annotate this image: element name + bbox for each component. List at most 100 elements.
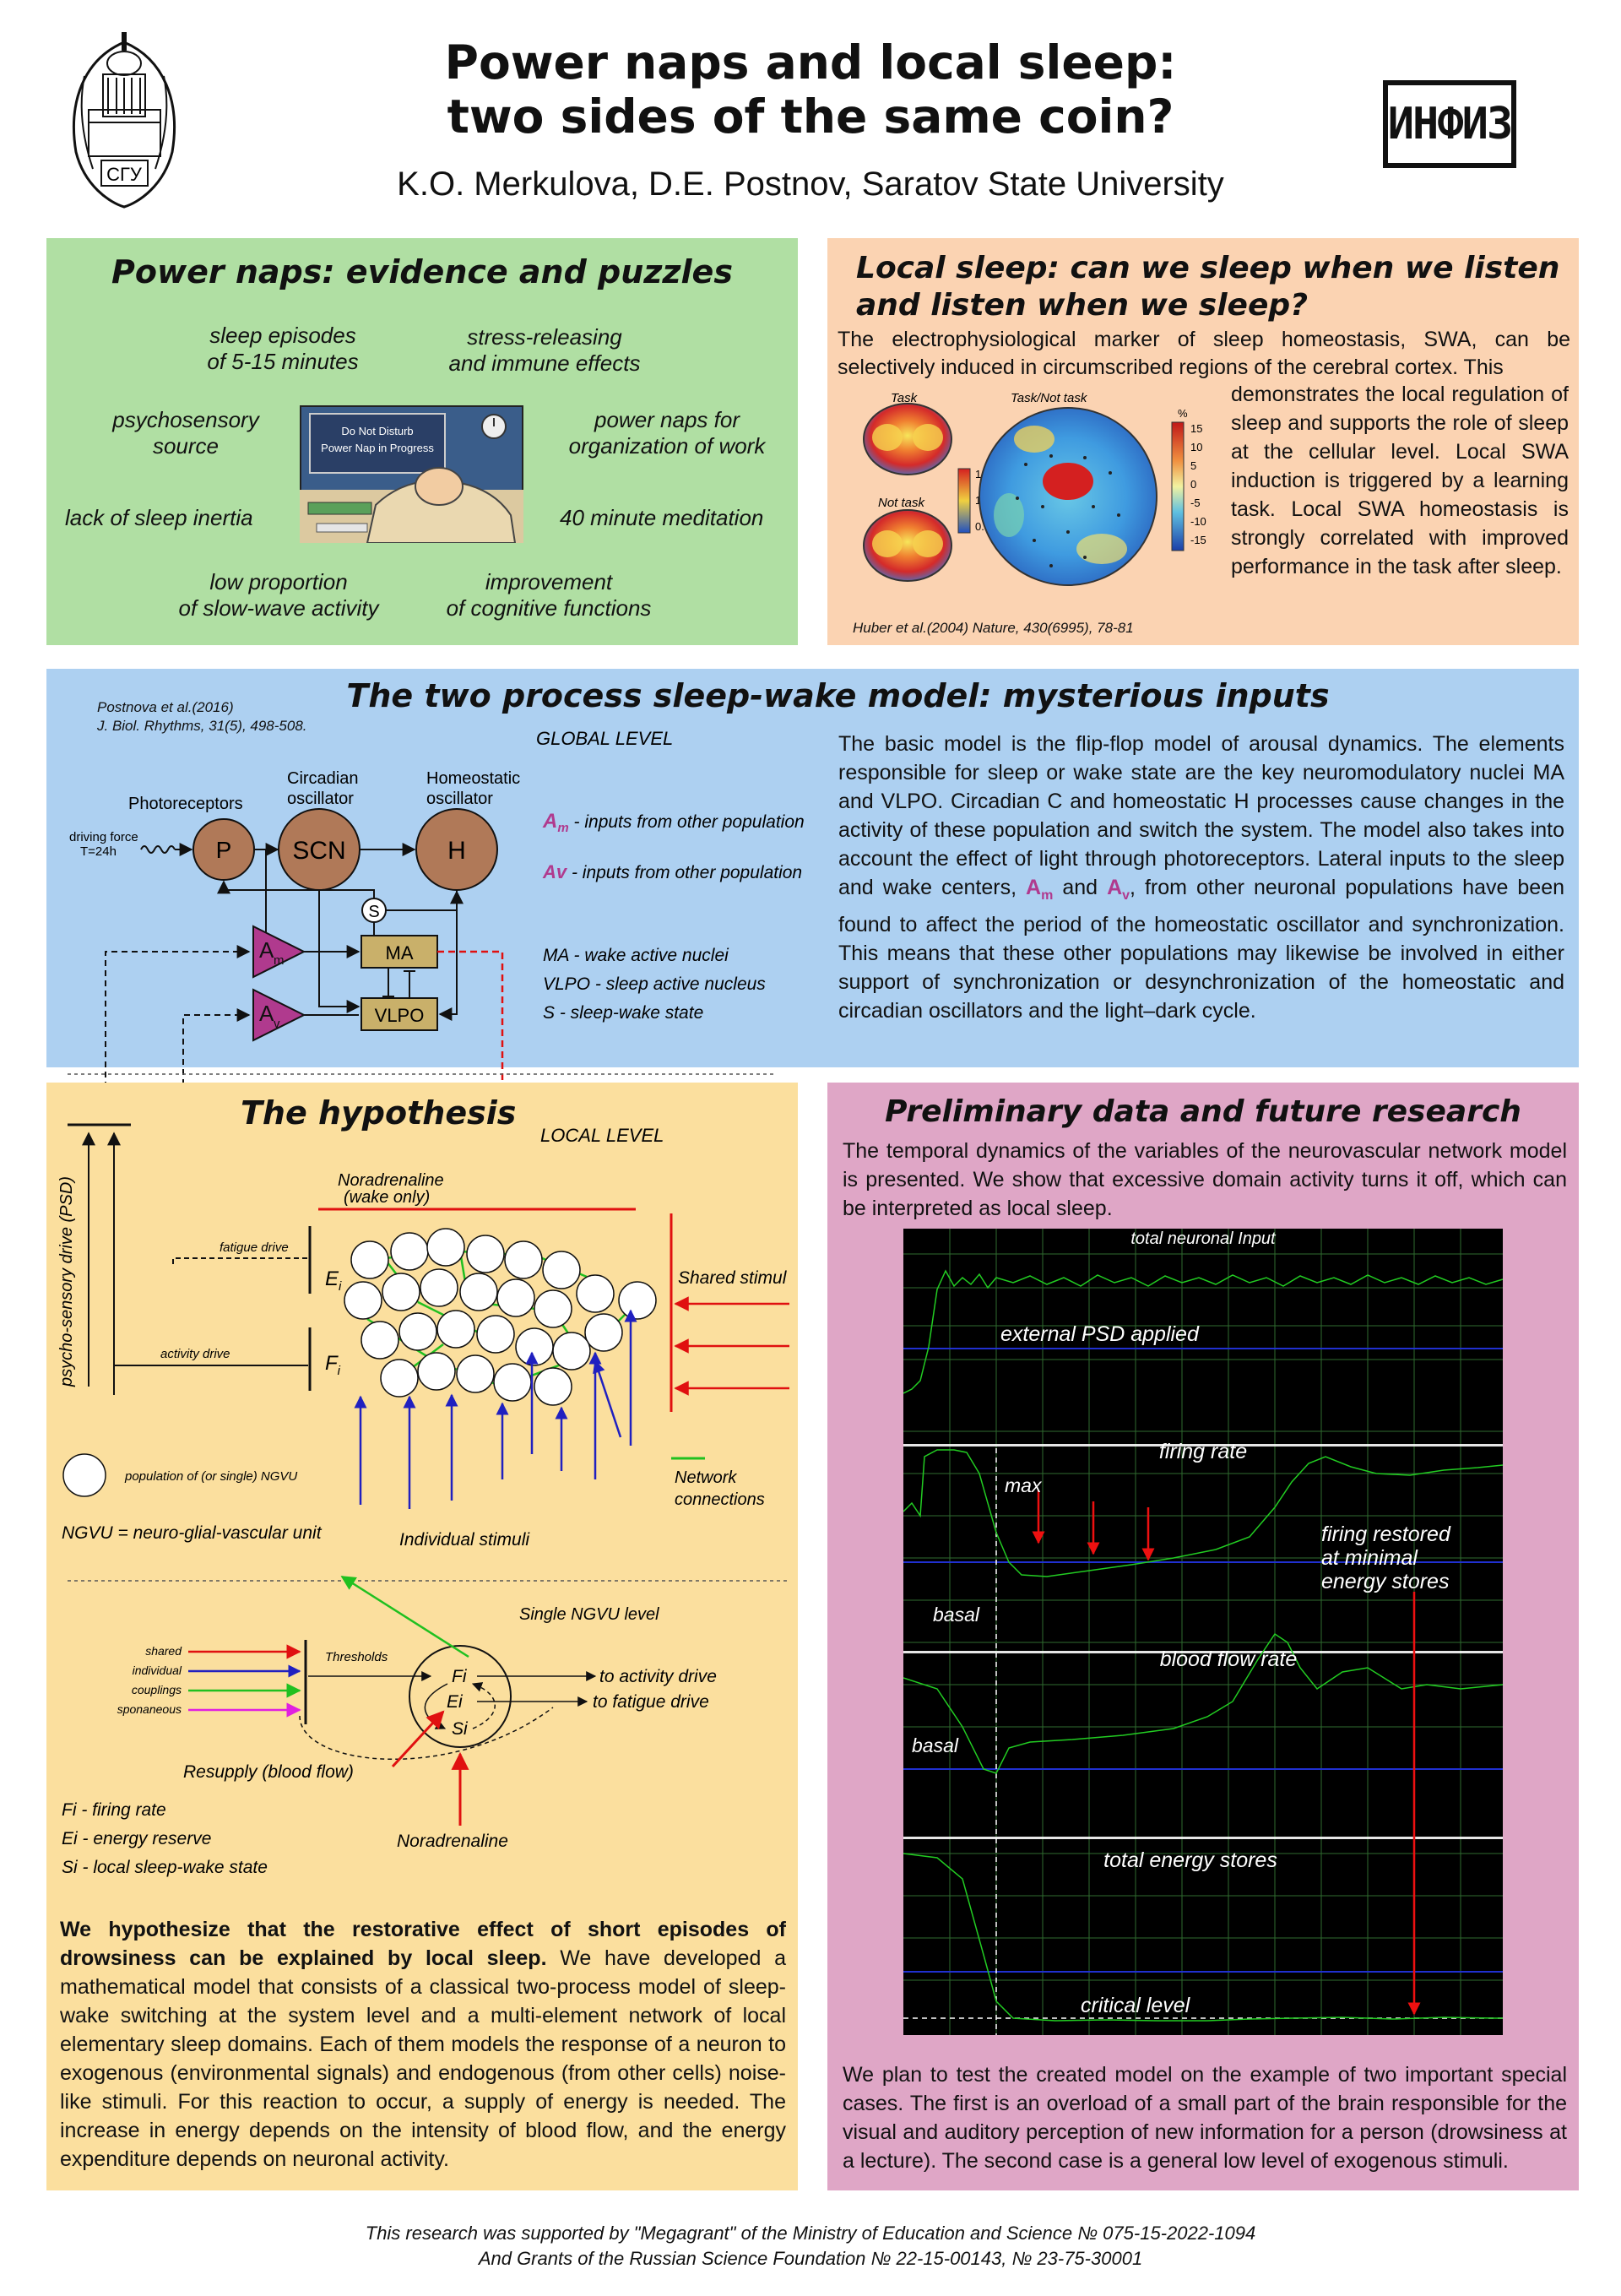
legend-am: Am - inputs from other population of neu… — [542, 810, 806, 835]
title-line-1: Power naps and local sleep: — [444, 35, 1177, 90]
plot2-restored-2: at minimal — [1321, 1546, 1418, 1570]
local-sleep-text-top: The electrophysiological marker of sleep… — [838, 328, 1570, 379]
scale2-3: 5 — [1190, 459, 1196, 472]
homeostatic-label-2: oscillator — [426, 790, 493, 808]
network-label-2: connections — [675, 1490, 765, 1509]
to-activity-label: to activity drive — [599, 1667, 717, 1686]
si-label: Si — [452, 1719, 469, 1739]
node-am: A — [259, 937, 274, 963]
node-am-sub: m — [274, 953, 285, 968]
local-network-diagram: LOCAL LEVEL psycho-sensory drive (PSD) N… — [57, 1123, 789, 1877]
node-ma: MA — [386, 942, 414, 963]
fig-label-not-task: Not task — [878, 496, 926, 510]
screen-text-1: Do Not Disturb — [341, 425, 413, 437]
scale2-6: -10 — [1190, 515, 1206, 528]
individual-stimuli-label: Individual stimuli — [399, 1530, 530, 1550]
photoreceptors-label: Photoreceptors — [128, 795, 243, 813]
noradrenaline-single-label: Noradrenaline — [397, 1832, 508, 1851]
input-individual: individual — [133, 1664, 182, 1677]
scale2-5: -5 — [1190, 497, 1201, 509]
panel-power-naps: Power naps: evidence and puzzles sleep e… — [46, 238, 798, 645]
hypothesis-text: We hypothesize that the restorative effe… — [60, 1918, 786, 2171]
thresholds-label: Thresholds — [325, 1650, 388, 1664]
ei-label: Ei — [447, 1692, 464, 1712]
noradrenaline-label-1: Noradrenaline — [338, 1171, 444, 1190]
model-text: The basic model is the flip-flop model o… — [838, 732, 1565, 1023]
single-ngvu-label: Single NGVU level — [519, 1605, 659, 1624]
plot2-max: max — [1005, 1474, 1043, 1496]
fig-label-task: Task — [891, 391, 919, 405]
circadian-label-1: Circadian — [287, 769, 358, 788]
fig-label-task-not-task: Task/Not task — [1011, 391, 1088, 405]
legend-av: Av - inputs from other population of neu… — [542, 861, 806, 882]
circadian-label-2: oscillator — [287, 790, 354, 808]
homeostatic-label-1: Homeostatic — [426, 769, 520, 788]
model-reference: Postnova et al.(2016) J. Biol. Rhythms, … — [97, 699, 307, 734]
input-spontaneous: sponaneous — [117, 1702, 182, 1716]
footer-line-2: And Grants of the Russian Science Founda… — [478, 2248, 1143, 2269]
node-av: A — [259, 1001, 274, 1026]
scale2-0: % — [1178, 407, 1188, 420]
plot1-label: external PSD applied — [1000, 1322, 1200, 1346]
local-sleep-citation: Huber et al.(2004) Nature, 430(6995), 78… — [853, 620, 1134, 636]
def-fi: Fi - firing rate — [62, 1800, 166, 1820]
legend-ma: MA - wake active nuclei — [543, 946, 729, 965]
node-scn: SCN — [292, 837, 345, 865]
driving-force-label-2: T=24h — [80, 844, 117, 859]
prelim-text-top: The temporal dynamics of the variables o… — [843, 1139, 1567, 1220]
dotted-separator — [68, 1073, 777, 1075]
input-shared: shared — [145, 1644, 182, 1658]
node-p: P — [216, 837, 232, 863]
driving-force-label-1: driving force — [69, 830, 138, 844]
def-ei: Ei - energy reserve — [62, 1829, 211, 1848]
authors: K.O. Merkulova, D.E. Postnov, Saratov St… — [397, 166, 1224, 203]
resupply-label: Resupply (blood flow) — [183, 1762, 354, 1782]
plot2-basal: basal — [933, 1604, 980, 1626]
swa-topography-figure: Task Not task 1.6 1.0 0.6 Task/Not task … — [863, 391, 1206, 586]
power-naps-title: Power naps: evidence and puzzles — [111, 253, 733, 290]
prelim-title: Preliminary data and future research — [885, 1094, 1521, 1129]
nap-item-inertia: lack of sleep inertia — [65, 505, 253, 530]
local-sleep-title: Local sleep: can we sleep when we listen… — [856, 251, 1560, 323]
fi-label: Fi — [452, 1667, 468, 1686]
plot3-basal: basal — [912, 1734, 959, 1756]
panel-hypothesis: The hypothesis We hypothesize that the r… — [46, 1083, 798, 2190]
flip-flop-diagram: GLOBAL LEVEL Photoreceptors Circadian os… — [69, 728, 806, 1247]
model-title: The two process sleep-wake model: myster… — [346, 677, 1330, 714]
shared-stimul-label: Shared stimul — [678, 1268, 788, 1288]
left-logo-text: СГУ — [106, 164, 143, 185]
plot4-title: total energy stores — [1103, 1848, 1277, 1872]
legend-vlpo: VLPO - sleep active nucleus — [543, 974, 766, 994]
plot2-restored-1: firing restored — [1321, 1523, 1451, 1546]
population-label: population of (or single) NGVU — [124, 1469, 297, 1484]
def-si: Si - local sleep-wake state — [62, 1858, 268, 1877]
local-sleep-text-side: demonstrates the local regulation of sle… — [1231, 383, 1569, 578]
ngvu-population — [344, 1228, 657, 1406]
scale2-1: 15 — [1190, 422, 1202, 435]
plot1-title: total neuronal Input — [1130, 1229, 1277, 1248]
title-line-2: two sides of the same coin? — [447, 90, 1174, 144]
e-label: Ei — [325, 1267, 342, 1294]
scale2-7: -15 — [1190, 534, 1206, 546]
prelim-text-bottom: We plan to test the created model on the… — [843, 2063, 1567, 2173]
plot2-title: firing rate — [1159, 1440, 1247, 1463]
node-s: S — [368, 903, 379, 921]
activity-drive-label: activity drive — [160, 1347, 230, 1361]
network-label-1: Network — [675, 1468, 737, 1487]
footer-line-1: This research was supported by "Megagran… — [365, 2223, 1256, 2244]
global-level-label: GLOBAL LEVEL — [536, 728, 673, 749]
ngvu-definition: NGVU = neuro-glial-vascular unit — [62, 1523, 323, 1543]
footer: This research was supported by "Megagran… — [0, 2221, 1621, 2272]
node-h: H — [447, 837, 466, 865]
node-av-sub: v — [274, 1017, 280, 1031]
right-logo: ИНФИЗ — [1383, 80, 1516, 168]
legend-s: S - sleep-wake state — [543, 1003, 703, 1023]
psd-label: psycho-sensory drive (PSD) — [57, 1176, 76, 1387]
page-title: Power naps and local sleep: two sides of… — [253, 35, 1368, 144]
plot2-restored-3: energy stores — [1321, 1570, 1449, 1593]
input-couplings: couplings — [132, 1683, 182, 1696]
